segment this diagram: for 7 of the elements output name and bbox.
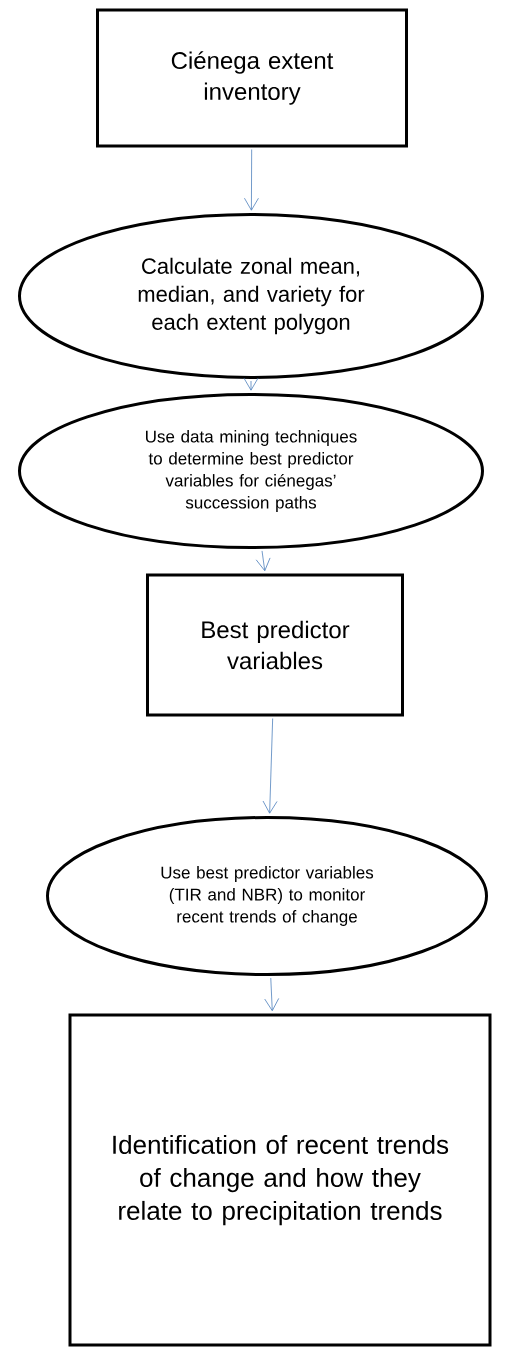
- arrow: [244, 149, 259, 211]
- process-box: Identification of recent trends of change and how they relate to precipitation trends: [68, 1013, 492, 1347]
- arrow: [262, 718, 278, 814]
- arrow: [264, 977, 280, 1012]
- process-box: Best predictor variables: [146, 573, 404, 717]
- arrow: [255, 550, 271, 572]
- process-box: Ciénega extent inventory: [96, 8, 408, 148]
